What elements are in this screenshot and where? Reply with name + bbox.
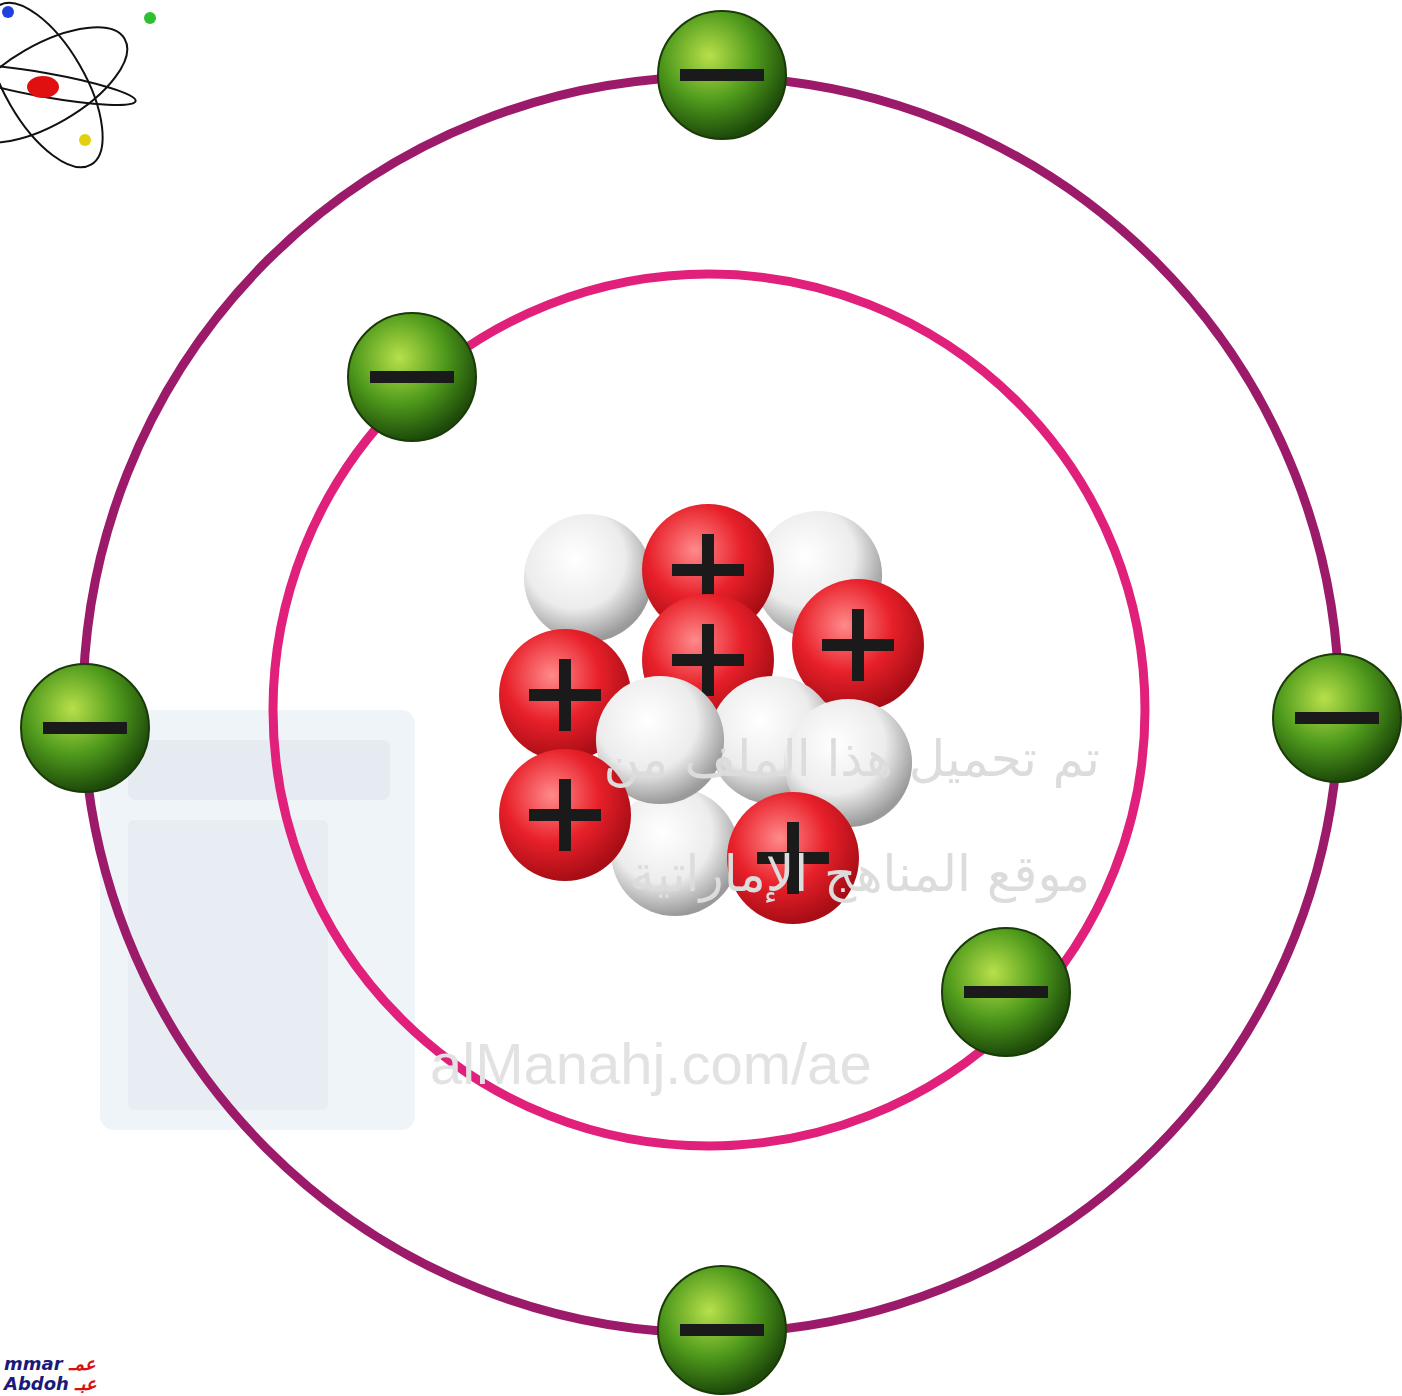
author-name: عمـ [69, 1354, 95, 1374]
electrons [21, 11, 1401, 1394]
author-name: عبـ [75, 1374, 96, 1394]
inner-orbit [273, 274, 1145, 1146]
atom-icon [0, 0, 156, 185]
author-name: mmar [4, 1354, 63, 1374]
watermark-logo [100, 710, 415, 1130]
outer-orbit [83, 77, 1339, 1333]
watermark-text: تم تحميل هذا الملف من [603, 730, 1100, 788]
watermark-text: موقع المناهج الإماراتية [630, 845, 1090, 903]
watermark-url: alManahj.com/ae [430, 1030, 872, 1097]
author-name: Abdoh [4, 1374, 69, 1394]
